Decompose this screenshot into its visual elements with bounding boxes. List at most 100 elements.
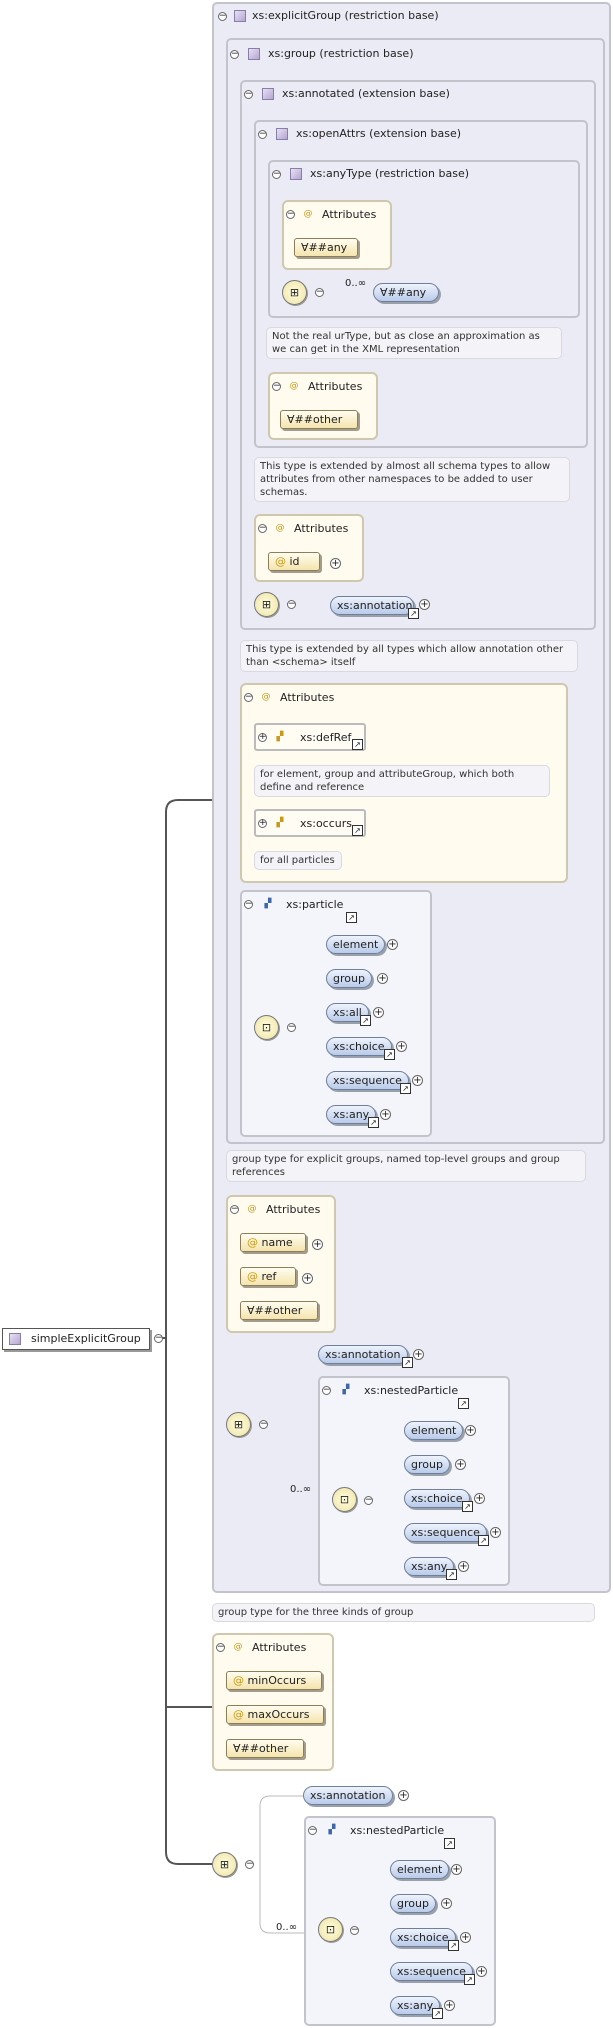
collapse-icon[interactable]: − [154,1333,163,1343]
nested-item-group[interactable]: group [404,1455,450,1474]
expand-icon[interactable]: + [476,1966,487,1977]
annotation-element[interactable]: xs:annotation [303,1786,393,1805]
expand-icon[interactable]: + [302,1273,313,1284]
annotation-element[interactable]: xs:annotation [318,1345,408,1364]
sequence-compositor-icon[interactable]: ⊞ [282,280,307,305]
annotation-element[interactable]: xs:annotation [330,596,414,615]
collapse-icon[interactable]: − [315,287,324,297]
collapse-icon[interactable]: − [244,692,253,702]
expand-icon[interactable]: + [412,1075,423,1086]
ref-arrow-icon[interactable]: ↗ [478,1535,489,1546]
collapse-icon[interactable]: − [244,899,253,909]
choice-compositor-icon[interactable]: ⊡ [318,1917,343,1942]
nested-item-sequence[interactable]: xs:sequence [404,1523,487,1542]
name-attribute[interactable]: @ name [240,1233,306,1252]
nested-item-any[interactable]: xs:any [390,1996,441,2015]
sequence-compositor-icon[interactable]: ⊞ [226,1412,251,1437]
expand-icon[interactable]: + [396,1041,407,1052]
expand-icon[interactable]: + [455,1459,466,1470]
sequence-compositor-icon[interactable]: ⊞ [254,592,279,617]
expand-icon[interactable]: + [474,1493,485,1504]
collapse-icon[interactable]: − [218,11,227,21]
ref-attribute[interactable]: @ ref [240,1267,296,1286]
id-attribute[interactable]: @ id [268,552,320,571]
expand-icon[interactable]: + [380,1109,391,1120]
choice-compositor-icon[interactable]: ⊡ [332,1487,357,1512]
collapse-icon[interactable]: − [350,1925,359,1935]
particle-item-choice[interactable]: xs:choice [326,1037,392,1056]
ref-arrow-icon[interactable]: ↗ [346,912,357,923]
expand-icon[interactable]: + [451,1864,462,1875]
nested-item-choice[interactable]: xs:choice [390,1928,456,1947]
max-occurs-attribute[interactable]: @ maxOccurs [226,1705,324,1724]
ref-arrow-icon[interactable]: ↗ [446,1569,457,1580]
ref-arrow-icon[interactable]: ↗ [360,1015,371,1026]
particle-item-any[interactable]: xs:any [326,1105,377,1124]
ref-arrow-icon[interactable]: ↗ [458,1398,469,1409]
expand-icon[interactable]: + [373,1007,384,1018]
expand-icon[interactable]: + [458,1561,469,1572]
particle-item-group[interactable]: group [326,969,372,988]
root-element[interactable]: simpleExplicitGroup [2,1328,150,1350]
other-attribute[interactable]: ∀##other [240,1301,318,1320]
collapse-icon[interactable]: − [287,599,296,609]
collapse-icon[interactable]: − [364,1495,373,1505]
min-occurs-attribute[interactable]: @ minOccurs [226,1671,322,1690]
ref-arrow-icon[interactable]: ↗ [408,608,419,619]
particle-item-all[interactable]: xs:all [326,1003,369,1022]
expand-icon[interactable]: + [460,1932,471,1943]
nested-item-sequence[interactable]: xs:sequence [390,1962,473,1981]
ref-arrow-icon[interactable]: ↗ [462,1501,473,1512]
expand-icon[interactable]: + [330,558,341,569]
collapse-icon[interactable]: − [272,381,281,391]
expand-icon[interactable]: + [387,939,398,950]
expand-icon[interactable]: + [490,1527,501,1538]
collapse-icon[interactable]: − [322,1385,331,1395]
particle-item-sequence[interactable]: xs:sequence [326,1071,409,1090]
collapse-icon[interactable]: − [230,1204,239,1214]
collapse-icon[interactable]: − [287,1022,296,1032]
expand-icon[interactable]: + [258,732,267,742]
expand-icon[interactable]: + [377,973,388,984]
collapse-icon[interactable]: − [244,89,253,99]
collapse-icon[interactable]: − [258,129,267,139]
expand-icon[interactable]: + [398,1790,409,1801]
collapse-icon[interactable]: − [258,523,267,533]
collapse-icon[interactable]: − [272,169,281,179]
expand-icon[interactable]: + [441,1898,452,1909]
other-attribute[interactable]: ∀##other [280,410,358,429]
sequence-compositor-icon[interactable]: ⊞ [212,1852,237,1877]
nested-item-element[interactable]: element [404,1421,464,1440]
other-attribute[interactable]: ∀##other [226,1739,304,1758]
choice-compositor-icon[interactable]: ⊡ [254,1015,279,1040]
ref-arrow-icon[interactable]: ↗ [352,825,363,836]
occurs-group[interactable]: + ▞ xs:occurs ↗ [254,809,366,837]
ref-arrow-icon[interactable]: ↗ [400,1083,411,1094]
def-ref-group[interactable]: + ▞ xs:defRef ↗ [254,723,366,751]
ref-arrow-icon[interactable]: ↗ [464,1974,475,1985]
ref-arrow-icon[interactable]: ↗ [402,1357,413,1368]
collapse-icon[interactable]: − [259,1419,268,1429]
ref-arrow-icon[interactable]: ↗ [384,1049,395,1060]
expand-icon[interactable]: + [444,2000,455,2011]
ref-arrow-icon[interactable]: ↗ [432,2008,443,2019]
any-element[interactable]: ∀##any [373,283,439,302]
expand-icon[interactable]: + [413,1349,424,1360]
collapse-icon[interactable]: − [308,1825,317,1835]
collapse-icon[interactable]: − [230,49,239,59]
ref-arrow-icon[interactable]: ↗ [368,1117,379,1128]
particle-item-element[interactable]: element [326,935,386,954]
collapse-icon[interactable]: − [245,1859,254,1869]
expand-icon[interactable]: + [465,1425,476,1436]
ref-arrow-icon[interactable]: ↗ [448,1940,459,1951]
expand-icon[interactable]: + [258,818,267,828]
nested-item-element[interactable]: element [390,1860,450,1879]
any-attribute[interactable]: ∀##any [294,238,358,257]
collapse-icon[interactable]: − [216,1642,225,1652]
expand-icon[interactable]: + [312,1239,323,1250]
collapse-icon[interactable]: − [286,209,295,219]
nested-item-group[interactable]: group [390,1894,436,1913]
ref-arrow-icon[interactable]: ↗ [352,739,363,750]
expand-icon[interactable]: + [419,599,430,610]
ref-arrow-icon[interactable]: ↗ [444,1838,455,1849]
